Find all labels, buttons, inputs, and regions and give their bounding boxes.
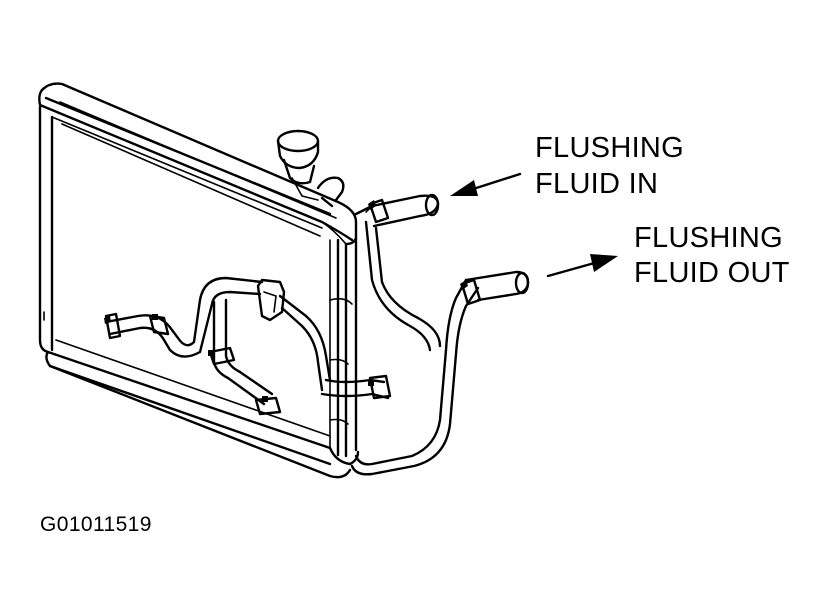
flushing-fluid-in-label-line1: FLUSHING xyxy=(535,132,685,164)
radiator-core xyxy=(38,105,340,457)
upper-hose-clamp xyxy=(365,198,390,224)
hose-clamp-bottom xyxy=(254,396,282,416)
filler-neck xyxy=(316,176,345,208)
flushing-fluid-out-label-line2: FLUID OUT xyxy=(634,257,790,289)
cooler-line-outer xyxy=(350,278,480,476)
hose-clamp-center xyxy=(148,314,170,336)
cooler-line-inner xyxy=(364,220,442,352)
outlet-hose xyxy=(464,270,530,302)
flushing-in-arrow xyxy=(450,172,522,196)
outlet-hose-clamp xyxy=(460,278,482,306)
hose-clamp-left xyxy=(104,312,122,340)
flushing-fluid-out-label-line1: FLUSHING xyxy=(634,222,784,254)
bottom-tank xyxy=(43,311,352,479)
hose-clamp-branch xyxy=(208,346,236,366)
upper-hose xyxy=(354,193,440,228)
top-tank xyxy=(38,82,358,246)
hose-clamp-right xyxy=(368,374,392,400)
hose-bracket xyxy=(256,278,286,322)
figure-id: G01011519 xyxy=(40,513,152,536)
radiator-cap xyxy=(276,129,320,201)
flushing-out-arrow xyxy=(546,254,618,278)
flushing-fluid-in-label-line2: FLUID IN xyxy=(535,168,659,200)
right-side-tank xyxy=(328,236,360,466)
